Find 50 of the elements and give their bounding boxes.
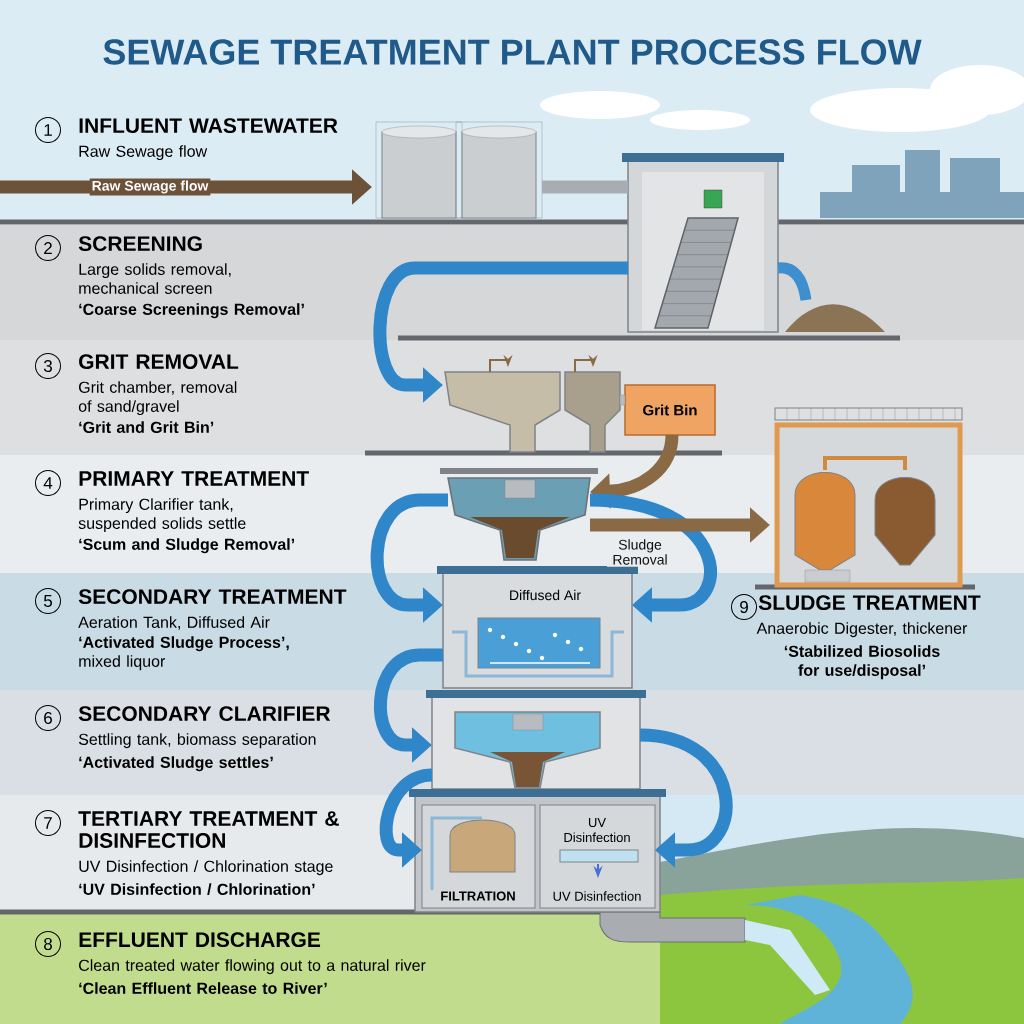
step-description: Large solids removal, mechanical screen: [79, 263, 231, 294]
step-heading: GRIT REMOVAL: [79, 354, 239, 370]
step-number: 7: [35, 810, 61, 836]
edge-label: Sludge Removal: [607, 537, 673, 567]
step-heading: SCREENING: [78, 236, 202, 252]
edge-label: Raw Sewage flow: [89, 178, 211, 196]
step-heading: SECONDARY CLARIFIER: [78, 706, 331, 722]
step-heading: PRIMARY TREATMENT: [79, 471, 309, 486]
step-description: Settling tank, biomass separation: [78, 733, 316, 749]
secondary-clarifier-drawing: [426, 690, 646, 790]
step-note: ‘Scum and Sludge Removal’: [79, 538, 295, 554]
step-note: ‘Activated Sludge settles’: [79, 756, 273, 772]
step-note: ‘Clean Effluent Release to River’: [79, 982, 327, 994]
step-heading: EFFLUENT DISCHARGE: [79, 932, 321, 948]
step-heading: TERTIARY TREATMENT & DISINFECTION: [78, 811, 339, 848]
grit-chamber-drawing: [444, 354, 621, 453]
step-number: 3: [35, 353, 61, 379]
storage-tanks-drawing: [375, 121, 543, 219]
uv-unit: UV Disinfection UV Disinfection: [539, 804, 656, 909]
step-number: 9: [731, 594, 757, 620]
aeration-tank-drawing: Diffused Air: [437, 566, 638, 689]
step-note: ‘Coarse Screenings Removal’: [79, 303, 304, 319]
step-number: 2: [35, 235, 61, 261]
screen-building-drawing: [622, 153, 784, 333]
step-note: ‘UV Disinfection / Chlorination’: [79, 883, 315, 896]
step-number: 6: [35, 705, 61, 731]
pipe: [542, 180, 628, 194]
step-note: ‘Grit and Grit Bin’: [79, 421, 214, 433]
step-description: Primary Clarifier tank, suspended solids settle: [78, 498, 246, 533]
step-number: 4: [35, 470, 61, 496]
step-description: Grit chamber, removal of sand/gravel: [78, 381, 237, 416]
step-heading: INFLUENT WASTEWATER: [79, 118, 338, 134]
step-description: Anaerobic Digester, thickener: [756, 622, 968, 638]
step-description: Aeration Tank, Diffused Air: [78, 616, 270, 630]
filtration-unit: FILTRATION: [421, 804, 536, 909]
step-description: Clean treated water flowing out to a natural river: [79, 959, 426, 975]
step-number: 5: [35, 588, 61, 614]
step-number: 8: [35, 931, 61, 957]
grit-bin: Grit Bin: [619, 384, 716, 436]
step-description: Raw Sewage flow: [79, 145, 208, 161]
primary-clarifier-drawing: [440, 468, 598, 561]
step-note: ‘Stabilized Biosolids for use/disposal’: [784, 645, 940, 680]
sludge-digester-drawing: [774, 407, 963, 588]
flow-arrow: [589, 493, 717, 623]
step-description: ‘Activated Sludge Process’, mixed liquor: [79, 636, 289, 671]
title: SEWAGE TREATMENT PLANT PROCESS FLOW: [103, 39, 922, 65]
step-number: 1: [35, 117, 61, 143]
flow-arrow: [639, 728, 733, 868]
step-description: UV Disinfection / Chlorination stage: [79, 860, 333, 876]
step-heading: SECONDARY TREATMENT: [78, 589, 347, 605]
